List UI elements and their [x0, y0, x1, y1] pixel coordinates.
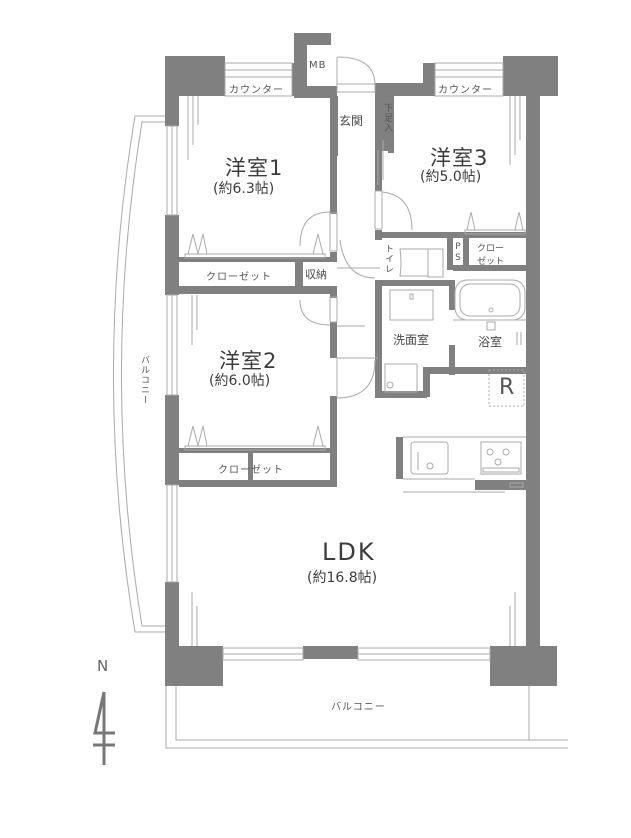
room3-name: 洋室3 — [430, 146, 489, 170]
room1-area: (約6.3帖) — [213, 181, 275, 197]
north-label: N — [97, 657, 109, 675]
bathroom-label: 浴室 — [478, 335, 503, 349]
balcony-south-label: バルコニー — [331, 702, 386, 713]
balcony-west-outline — [113, 115, 165, 633]
room3-area: (約5.0帖) — [420, 169, 482, 185]
refrigerator-label: R — [499, 375, 515, 400]
curtains — [187, 96, 521, 646]
mb-label: MB — [309, 60, 327, 71]
closet2-label: クローゼット — [218, 465, 284, 476]
shoe-storage-label: 下足入 — [382, 103, 392, 133]
doors — [299, 56, 413, 399]
counter-right-label: カウンター — [438, 85, 493, 96]
room1-name: 洋室1 — [225, 156, 284, 180]
balcony-south-outline — [165, 686, 568, 749]
ps-label: PS — [453, 242, 463, 264]
balcony-west-label: バルコニー — [139, 355, 149, 405]
room2-name: 洋室2 — [219, 349, 278, 373]
windows — [166, 62, 504, 661]
closet1-label: クローゼット — [206, 272, 272, 283]
entrance-label: 玄関 — [339, 114, 364, 128]
north-arrow-icon — [93, 691, 115, 765]
washroom-label: 洗面室 — [393, 333, 430, 347]
room2-area: (約6.0帖) — [209, 373, 271, 389]
counters — [224, 76, 504, 97]
closet3-line1: クロー — [477, 244, 505, 254]
ldk-area: (約16.8帖) — [307, 570, 378, 586]
storage-label: 収納 — [305, 268, 327, 281]
closet-doors — [184, 211, 526, 451]
fixtures — [382, 240, 527, 493]
counter-left-label: カウンター — [229, 85, 284, 96]
closet3-line2: ゼット — [477, 257, 505, 267]
ldk-name: LDK — [322, 538, 376, 566]
toilet-label: トイレ — [383, 244, 393, 274]
